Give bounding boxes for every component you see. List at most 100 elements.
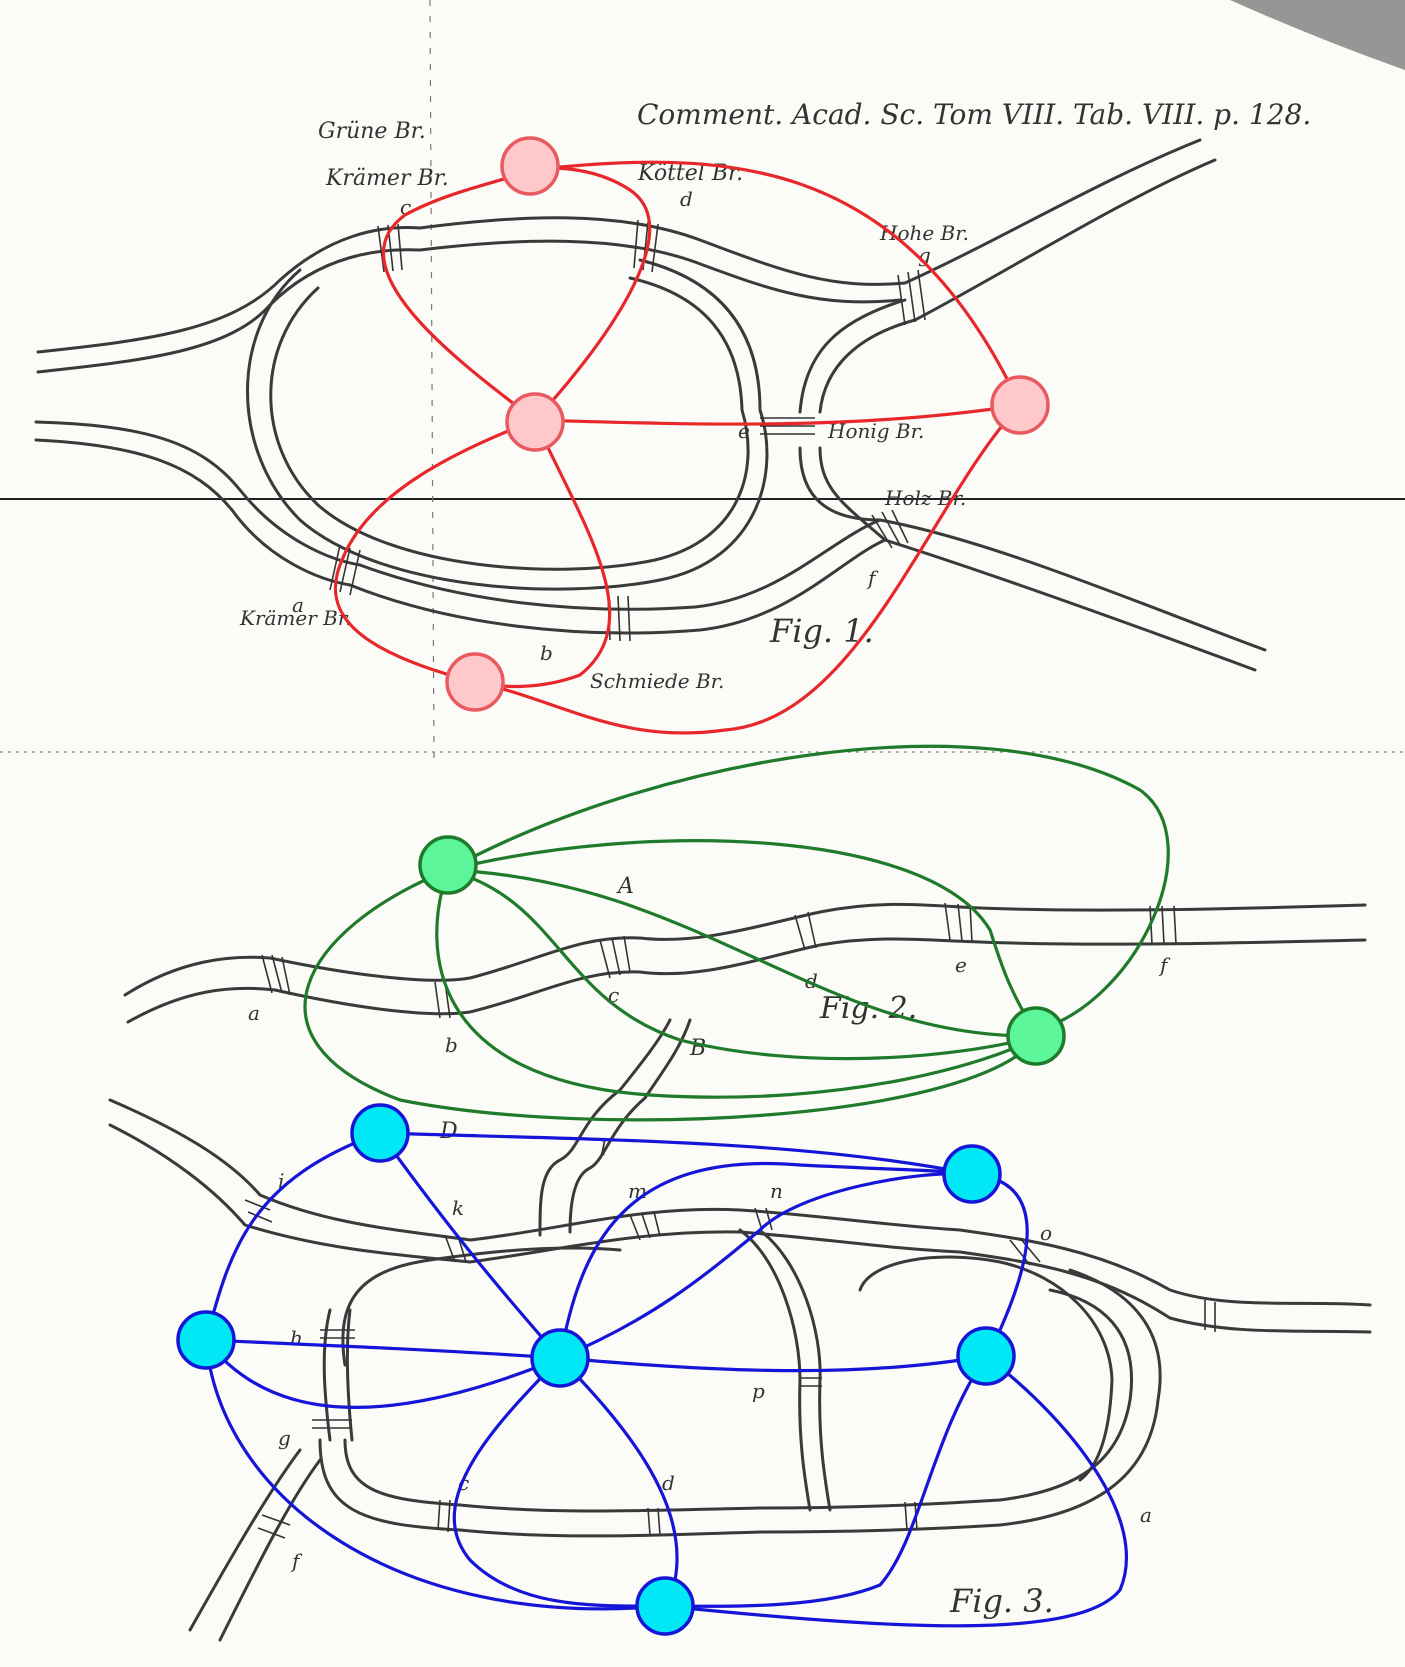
- letter-label: e: [955, 953, 967, 977]
- label-schmiede-bridge: Schmiede Br.: [590, 669, 724, 693]
- bridge-hatch: [312, 1419, 352, 1429]
- river-line: [858, 1255, 1114, 1482]
- fig2-river: [123, 902, 1367, 1024]
- graph-edge: [529, 160, 1022, 406]
- graph-node-east-island: [956, 1326, 1016, 1386]
- graph-node-south: [635, 1576, 695, 1636]
- graph-edge: [558, 1161, 973, 1359]
- graph-node-region-d: [350, 1103, 410, 1163]
- region-b-label: B: [689, 1036, 706, 1061]
- graph-edge: [664, 1354, 1128, 1628]
- bridge-hatch: [1204, 1300, 1216, 1332]
- river-line: [188, 1448, 302, 1632]
- bridge-hatch: [261, 954, 291, 996]
- graph-edge: [447, 868, 1039, 1061]
- letter-label: o: [1040, 1221, 1052, 1245]
- river-line: [322, 1308, 332, 1442]
- river-line: [760, 1230, 832, 1512]
- letter-label: k: [452, 1196, 464, 1220]
- river-line: [341, 1246, 622, 1367]
- graph-node-island: [505, 392, 565, 452]
- graph-node-northeast: [942, 1144, 1002, 1204]
- letter-label: a: [1140, 1503, 1152, 1527]
- bridge-hatch: [760, 417, 815, 435]
- graph-edge: [333, 418, 536, 684]
- bridge-hatch: [599, 935, 631, 979]
- fig3-graph: [176, 1103, 1128, 1636]
- river-line: [878, 518, 1267, 652]
- bridge-hatch: [800, 1377, 822, 1387]
- river-line: [418, 216, 907, 286]
- river-line: [538, 1018, 672, 1237]
- graph-edge: [381, 168, 536, 422]
- graph-edge: [534, 403, 1021, 426]
- bridge-hatch: [647, 1507, 661, 1536]
- graph-node-west: [176, 1310, 236, 1370]
- river-line: [126, 937, 1367, 1024]
- letter-label: f: [1158, 953, 1171, 977]
- river-line: [418, 239, 902, 304]
- letter-label: h: [290, 1326, 303, 1350]
- fig2-caption: Fig. 2.: [819, 991, 917, 1026]
- graph-edge: [558, 1356, 679, 1581]
- letter-label: f: [866, 566, 879, 590]
- paper-artifacts: [0, 0, 1405, 761]
- graph-node-south-bank: [1006, 1006, 1066, 1066]
- bridge-hatch: [437, 1499, 451, 1533]
- river-line: [798, 298, 907, 414]
- river-line: [903, 138, 1202, 285]
- fig1-river: [34, 138, 1267, 672]
- graph-edge: [447, 868, 1039, 1038]
- river-line: [818, 318, 917, 414]
- graph-edge: [529, 166, 652, 422]
- label-gruene-bridge: Grüne Br.: [318, 119, 426, 144]
- vertical-crease: [429, 0, 435, 761]
- graph-edge: [204, 1339, 666, 1611]
- letter-label: d: [805, 969, 818, 993]
- river-line: [318, 1268, 1162, 1538]
- graph-edge: [378, 1132, 562, 1360]
- letter-label: i: [278, 1169, 284, 1193]
- river-line: [36, 248, 422, 374]
- letter-label: b: [540, 641, 553, 665]
- fig3-river: [108, 1018, 1372, 1642]
- letter-label: g: [278, 1426, 291, 1450]
- letter-label: e: [738, 419, 750, 443]
- island-outline: [246, 258, 769, 591]
- graph-edge: [204, 1339, 561, 1409]
- bridge-hatch: [794, 911, 817, 951]
- river-line: [108, 1123, 1372, 1334]
- plate-reference: Comment. Acad. Sc. Tom VIII. Tab. VIII. …: [637, 98, 1311, 131]
- graph-edge: [452, 1356, 666, 1608]
- graph-node-south-bank: [445, 652, 505, 712]
- fig1-graph: [333, 136, 1050, 735]
- graph-edge: [435, 869, 1039, 1099]
- bridge-hatch: [1009, 1237, 1041, 1266]
- river-line: [345, 1308, 354, 1442]
- letter-label: d: [680, 187, 693, 211]
- island-outline: [269, 276, 750, 571]
- corner-stain: [1230, 0, 1405, 70]
- label-kraemer-bridge-bottom: Krämer Br.: [239, 606, 352, 630]
- region-a-label: A: [616, 874, 634, 899]
- letter-label: b: [445, 1033, 458, 1057]
- graph-node-north-bank: [500, 136, 560, 196]
- fig3-caption: Fig. 3.: [949, 1582, 1054, 1620]
- bridge-hatch: [944, 902, 973, 943]
- label-hohe-bridge: Hohe Br.: [879, 221, 969, 245]
- river-line: [36, 226, 422, 354]
- river-line: [218, 1458, 322, 1642]
- letter-label: n: [770, 1179, 783, 1203]
- letter-label: a: [248, 1001, 260, 1025]
- graph-edge: [474, 419, 612, 689]
- graph-edge: [447, 839, 1040, 1037]
- letter-label: f: [290, 1549, 303, 1573]
- label-kraemer-bridge-top: Krämer Br.: [325, 166, 449, 191]
- fig2-graph: [303, 744, 1170, 1122]
- river-line: [913, 158, 1217, 322]
- region-d-label: D: [439, 1119, 458, 1144]
- graph-edge: [447, 744, 1170, 1032]
- bridge-hatch: [871, 509, 909, 549]
